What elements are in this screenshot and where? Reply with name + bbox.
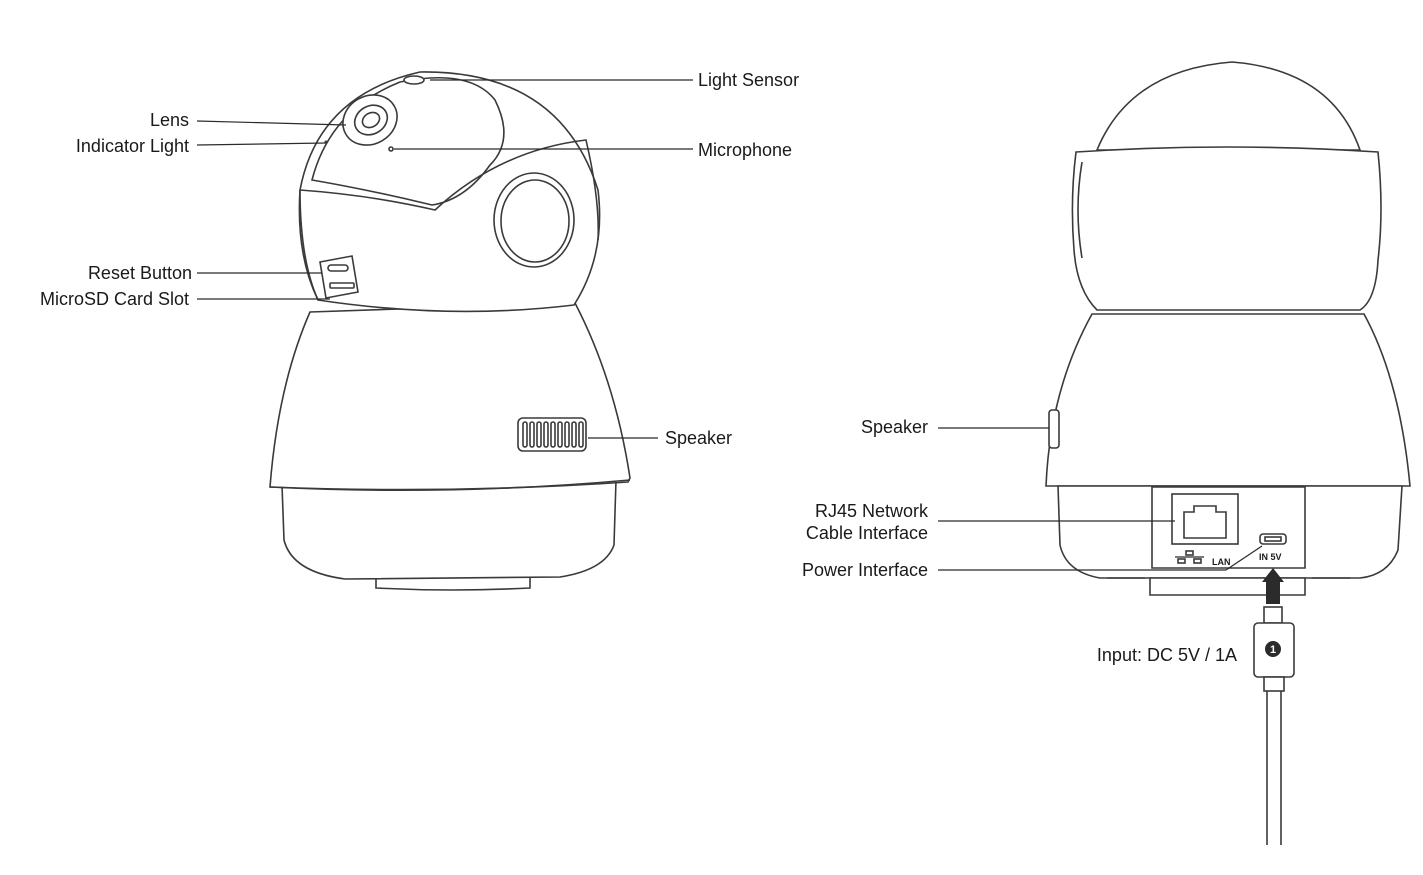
back-camera-illustration: LAN IN 5V 1: [1045, 61, 1411, 845]
label-front-speaker: Speaker: [665, 428, 732, 448]
front-base-seam: [269, 479, 631, 492]
back-speaker-edge: [1048, 409, 1060, 449]
rj45-port: [1171, 493, 1239, 545]
label-reset-button: Reset Button: [88, 263, 192, 283]
label-rj45-line1: RJ45 Network: [815, 501, 929, 521]
front-base-body: [269, 302, 631, 491]
front-side-disc-outer: [493, 172, 575, 268]
plug-strain-relief: [1263, 676, 1285, 692]
front-camera-illustration: [269, 71, 631, 591]
power-cable: [1266, 691, 1282, 845]
front-speaker-slots: [522, 421, 584, 448]
label-input-spec: Input: DC 5V / 1A: [1097, 645, 1237, 665]
lan-network-icon: [1175, 550, 1204, 564]
front-labels: Lens Indicator Light Reset Button MicroS…: [40, 70, 799, 448]
label-power-interface: Power Interface: [802, 560, 928, 580]
back-labels: Speaker RJ45 Network Cable Interface Pow…: [802, 417, 1237, 665]
back-head-dome: [1095, 61, 1362, 151]
front-microsd-slot: [329, 282, 355, 289]
label-light-sensor: Light Sensor: [698, 70, 799, 90]
micro-usb-plug-tip: [1263, 606, 1283, 624]
label-indicator-light: Indicator Light: [76, 136, 189, 156]
front-lens-bezel: [342, 94, 398, 146]
lan-mark: LAN: [1212, 557, 1231, 567]
label-microsd-slot: MicroSD Card Slot: [40, 289, 189, 309]
front-head-band-left: [299, 189, 319, 301]
micro-usb-port: [1259, 533, 1287, 545]
label-rj45-line2: Cable Interface: [806, 523, 928, 543]
front-reset-button: [327, 264, 349, 272]
rj45-socket: [1183, 505, 1227, 539]
label-microphone: Microphone: [698, 140, 792, 160]
front-callout-lines: [196, 79, 693, 439]
micro-usb-socket: [1264, 536, 1282, 542]
label-back-speaker: Speaker: [861, 417, 928, 437]
back-base-body: [1045, 313, 1411, 487]
front-lens-core: [361, 111, 381, 129]
insert-arrow-icon: [1262, 568, 1284, 604]
front-lens-glass: [353, 104, 389, 136]
label-lens: Lens: [150, 110, 189, 130]
back-head-band: [1071, 146, 1382, 311]
front-reset-microsd-block: [319, 255, 359, 299]
front-head-band-top: [299, 139, 600, 241]
step-number: 1: [1270, 644, 1276, 656]
back-head-left-rim: [1077, 161, 1083, 259]
back-callout-lines: [938, 427, 1263, 571]
front-light-sensor: [403, 75, 425, 85]
step-badge: [1265, 641, 1281, 657]
in5v-mark: IN 5V: [1259, 552, 1282, 562]
front-base-lower: [281, 479, 617, 580]
front-microphone-hole: [388, 146, 394, 152]
front-side-disc-inner: [500, 179, 570, 263]
